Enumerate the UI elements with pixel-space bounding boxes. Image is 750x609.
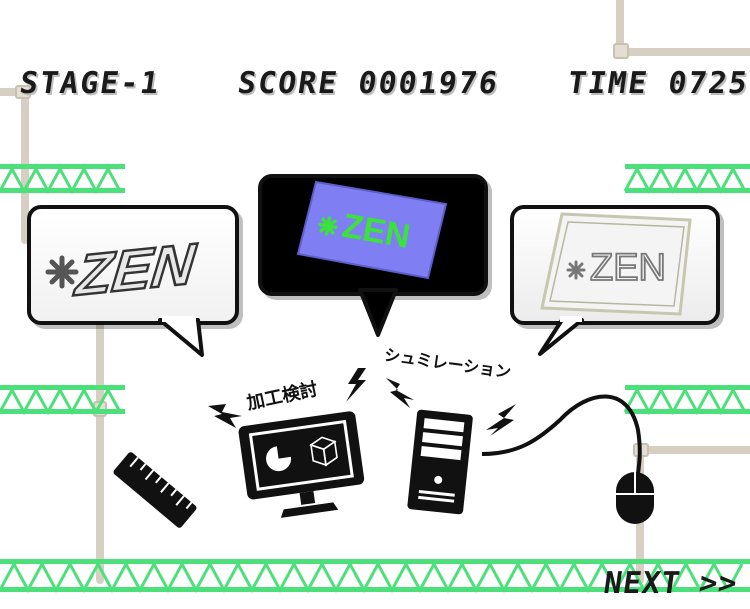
next-button[interactable]: NEXT >>	[601, 566, 740, 601]
zen-logo-3d-icon: ZEN	[45, 231, 201, 310]
mouse-cable	[481, 394, 642, 477]
girder-right-mid	[623, 385, 750, 416]
time-display: TIME 0725	[565, 66, 750, 101]
girder-left-mid	[0, 385, 125, 416]
zen-plate-cam-icon: ZEN	[296, 180, 448, 280]
ruler-icon	[113, 452, 197, 528]
zen-logo-right-text: ZEN	[590, 247, 666, 289]
lightning-icon	[208, 404, 242, 428]
girder-bottom	[0, 559, 750, 594]
zen-logo-left-text: ZEN	[71, 232, 199, 308]
bubble-tail-center	[358, 288, 398, 337]
zen-plate-simulation-icon: ZEN	[540, 212, 692, 316]
score-display: SCORE 0001976	[235, 66, 502, 101]
stage-indicator: STAGE-1	[17, 66, 163, 101]
lightning-icon	[346, 368, 366, 402]
lightning-icon	[486, 404, 516, 436]
lightning-icon	[386, 378, 414, 408]
girder-left-top	[0, 164, 125, 195]
bubble-tail-left	[158, 316, 204, 357]
cube-icon	[309, 436, 338, 467]
pc-tower-icon	[407, 409, 473, 515]
monitor-icon	[238, 411, 365, 518]
bubble-tail-right	[538, 316, 584, 356]
mouse-icon	[616, 472, 654, 524]
girder-right-top	[623, 164, 750, 195]
